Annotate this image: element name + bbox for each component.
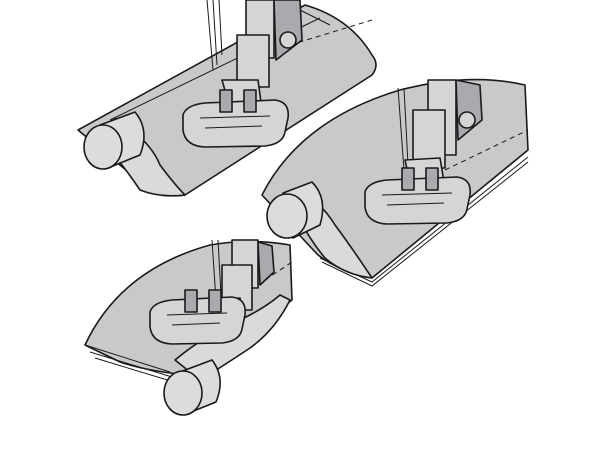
- panel-right: [261, 78, 529, 287]
- needle-bar: [206, 0, 303, 88]
- panel-bottom-left: [84, 239, 293, 416]
- presser-foot: [149, 289, 247, 345]
- needle-bar: [397, 79, 483, 171]
- roll-cylinder: [266, 181, 324, 239]
- presser-foot: [182, 79, 290, 148]
- fabric-layers: [84, 344, 175, 383]
- presser-foot: [364, 157, 472, 225]
- panel-top-left: [77, 0, 377, 197]
- roll-cylinder: [163, 359, 221, 416]
- stitch-line: [444, 129, 529, 171]
- roll-cylinder: [83, 111, 145, 170]
